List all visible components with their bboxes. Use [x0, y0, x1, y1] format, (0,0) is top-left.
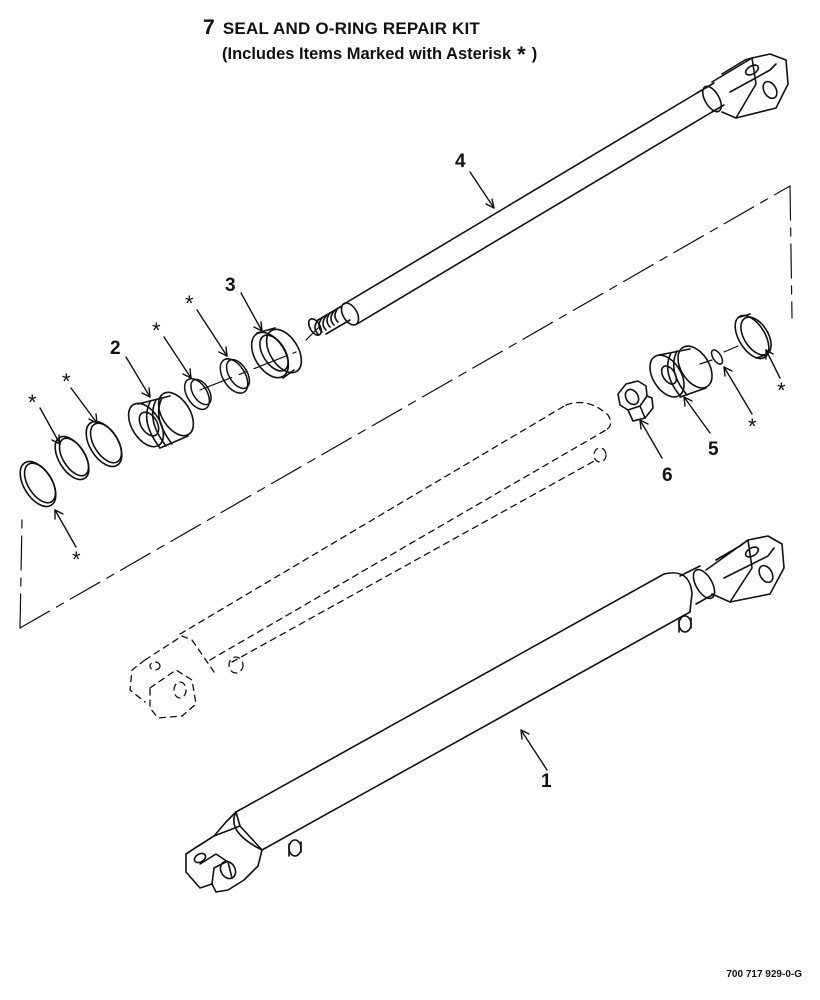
leader-arrow-oring-c [54, 509, 77, 548]
callout-1: 1 [541, 771, 552, 792]
leader-arrow-ring-b [39, 407, 61, 445]
leader-arrow-item4 [469, 171, 495, 209]
gland [127, 391, 195, 449]
leader-arrow-seal-a [163, 336, 192, 379]
gland-seal-ring-large [85, 420, 123, 468]
piston-o-ring [710, 349, 724, 365]
hex-nut [617, 380, 654, 422]
callout-3: 3 [225, 275, 236, 296]
phantom-barrel [129, 401, 612, 719]
leader-arrow-seal-b [196, 309, 228, 357]
asterisk-marker: * [28, 390, 37, 415]
leader-arrow-item5 [683, 396, 711, 434]
leader-arrow-ring-a [70, 387, 98, 424]
gland-o-ring [19, 460, 57, 508]
asterisk-marker: * [777, 378, 786, 403]
asterisk-marker: * [748, 414, 757, 439]
leader-arrow-item3 [240, 292, 263, 332]
gland-seal-ring-medium [54, 435, 90, 481]
piston [649, 345, 713, 398]
kit-subtitle-suffix: ) [531, 45, 538, 63]
leader-arrows [39, 171, 781, 771]
callout-4: 4 [455, 151, 466, 172]
leader-arrow-seal-d [765, 349, 781, 379]
callout-5: 5 [708, 439, 719, 460]
asterisk-marker: * [62, 369, 71, 394]
callout-2: 2 [110, 338, 121, 359]
asterisk-symbol: * [517, 42, 526, 67]
leader-arrow-item6 [639, 419, 663, 459]
kit-title: 7 SEAL AND O-RING REPAIR KIT [203, 16, 480, 40]
rod-seal-outer [219, 358, 251, 394]
rod-seal-inner [183, 377, 212, 411]
kit-item-number: 7 [203, 16, 215, 39]
assembly-guide-lines [19, 185, 793, 629]
assembled-cylinder [185, 535, 785, 893]
leader-arrow-item2 [125, 356, 151, 398]
drawing-code: 700 717 929-0-G [726, 969, 802, 980]
piston-rod [307, 53, 789, 336]
asterisk-marker: * [185, 291, 194, 316]
kit-title-text: SEAL AND O-RING REPAIR KIT [222, 19, 480, 38]
asterisk-marker: * [152, 318, 161, 343]
kit-subtitle: (Includes Items Marked with Asterisk *) [222, 42, 537, 68]
leader-arrow-seal-c [723, 366, 753, 415]
rod-wiper [250, 327, 303, 379]
piston-seal [734, 313, 772, 360]
callout-6: 6 [662, 465, 673, 486]
kit-subtitle-prefix: (Includes Items Marked with Asterisk [222, 45, 512, 63]
asterisk-marker: * [72, 547, 81, 572]
leader-arrow-item1 [520, 729, 548, 771]
